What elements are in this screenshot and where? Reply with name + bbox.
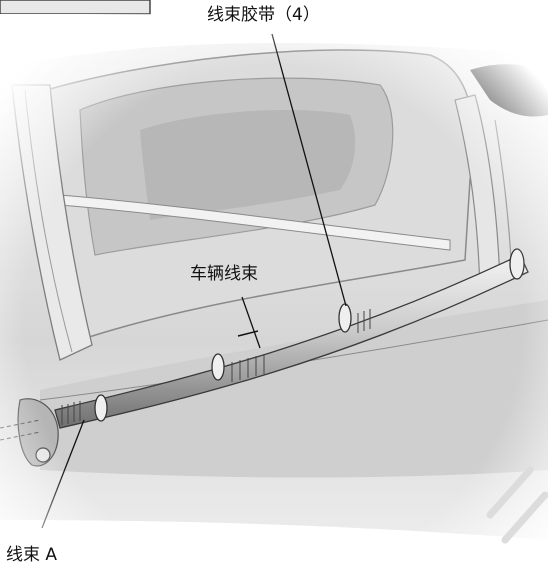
callout-harness-tape: 线束胶带（4）	[207, 5, 320, 25]
callout-vehicle-harness: 车辆线束	[190, 264, 258, 284]
callout-harness-a: 线束 A	[6, 545, 58, 565]
edge-fade	[0, 14, 548, 572]
corner-tab	[0, 0, 151, 15]
watermark	[486, 466, 548, 544]
watermark-strokes	[486, 466, 548, 544]
